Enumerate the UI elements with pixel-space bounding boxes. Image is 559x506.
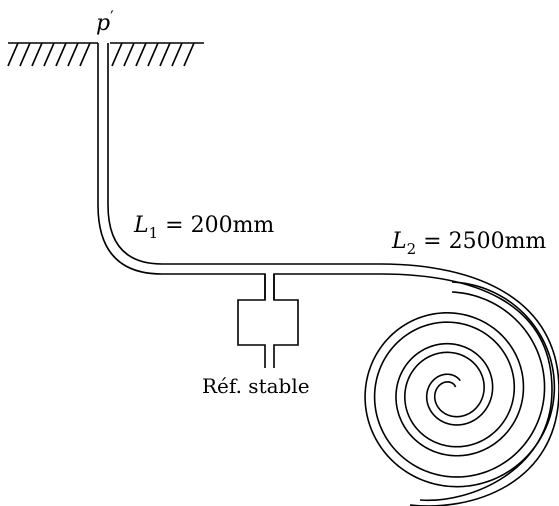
tube-coil	[364, 281, 556, 488]
label-L2: L2 = 2500mm	[391, 229, 546, 258]
hatch-mark	[159, 42, 171, 67]
tube-main	[97, 43, 559, 506]
hatch-mark	[183, 42, 195, 67]
hatch-mark	[67, 42, 79, 67]
label-reference: Réf. stable	[202, 374, 310, 398]
hatch-mark	[147, 42, 159, 67]
hatch-mark	[19, 42, 31, 67]
label-L1: L1 = 200mm	[133, 213, 274, 242]
hatch-mark	[123, 42, 135, 67]
hatch-mark	[31, 42, 43, 67]
hatch-mark	[43, 42, 55, 67]
label-p-prime: p′	[96, 7, 114, 36]
hatch-mark	[135, 42, 147, 67]
hatch-mark	[55, 42, 67, 67]
hatch-mark	[7, 42, 19, 67]
reference-block	[237, 274, 299, 368]
hatch-mark	[171, 42, 183, 67]
ground-hatching	[7, 42, 204, 67]
hatch-mark	[79, 42, 91, 67]
hatch-mark	[111, 42, 123, 67]
